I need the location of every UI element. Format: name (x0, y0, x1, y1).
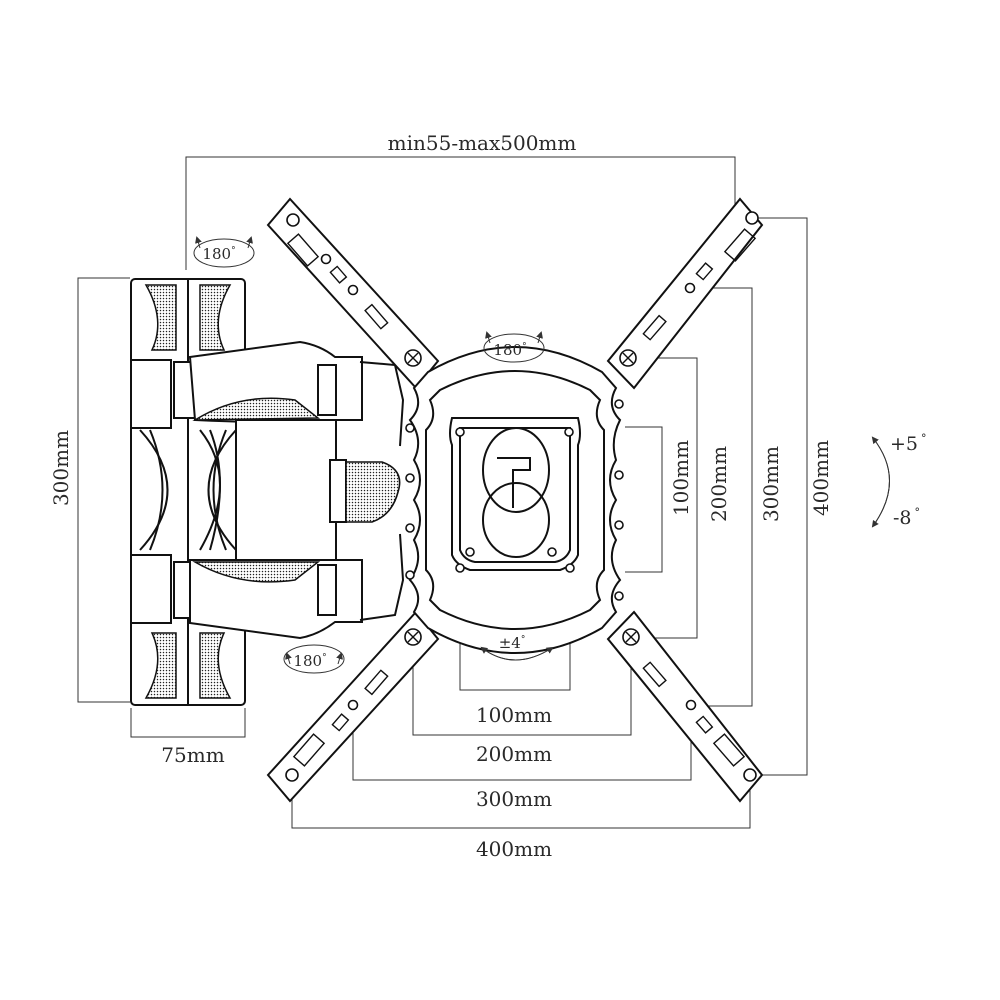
vesa-v-100-line (625, 426, 663, 573)
level-adjust-arc-icon (480, 646, 554, 661)
vesa-v-400-line (752, 217, 808, 776)
plate-height-dimension-line (77, 277, 130, 703)
vesa-plate (266, 197, 764, 803)
plate-height-label: 300mm (49, 430, 73, 506)
dimension-lines (77, 156, 808, 829)
tilt-up-label: +5° (890, 432, 927, 455)
vesa-v-400-label: 400mm (809, 440, 833, 516)
vesa-h-300-label: 300mm (476, 787, 552, 811)
extension-dimension-line (185, 156, 736, 270)
vesa-h-400-line (291, 775, 751, 829)
plate-width-label: 75mm (161, 743, 224, 767)
vesa-v-100-label: 100mm (669, 440, 693, 516)
swivel-bottom-label: 180° (293, 652, 326, 670)
tilt-arc-icon (871, 436, 890, 528)
rotate-arrow-icon-top (193, 236, 255, 268)
wall-plate (130, 278, 246, 706)
level-adjust-label: ±4° (499, 634, 526, 652)
tilt-down-label: -8° (893, 506, 920, 529)
vesa-v-300-line (690, 287, 753, 707)
plate-rotation-label: 180° (493, 341, 526, 359)
plate-width-dimension-line (130, 708, 246, 738)
vesa-v-200-line (628, 357, 698, 639)
vesa-v-300-label: 300mm (759, 446, 783, 522)
swivel-top-label: 180° (202, 245, 235, 263)
vesa-h-200-label: 200mm (476, 742, 552, 766)
vesa-h-300-line (352, 705, 692, 781)
vesa-arm-top-right (606, 197, 764, 390)
rotate-arrow-icon-bottom (283, 644, 345, 674)
vesa-arm-top-left (266, 197, 440, 390)
rotate-arrow-icon-center (483, 331, 545, 363)
vesa-v-200-label: 200mm (707, 446, 731, 522)
arm-assembly (130, 340, 405, 640)
vesa-arm-bottom-right (606, 610, 764, 803)
extension-label: min55-max500mm (388, 131, 577, 155)
vesa-arm-bottom-left (266, 610, 440, 803)
vesa-h-100-label: 100mm (476, 703, 552, 727)
vesa-h-200-line (412, 637, 632, 736)
vesa-h-400-label: 400mm (476, 837, 552, 861)
